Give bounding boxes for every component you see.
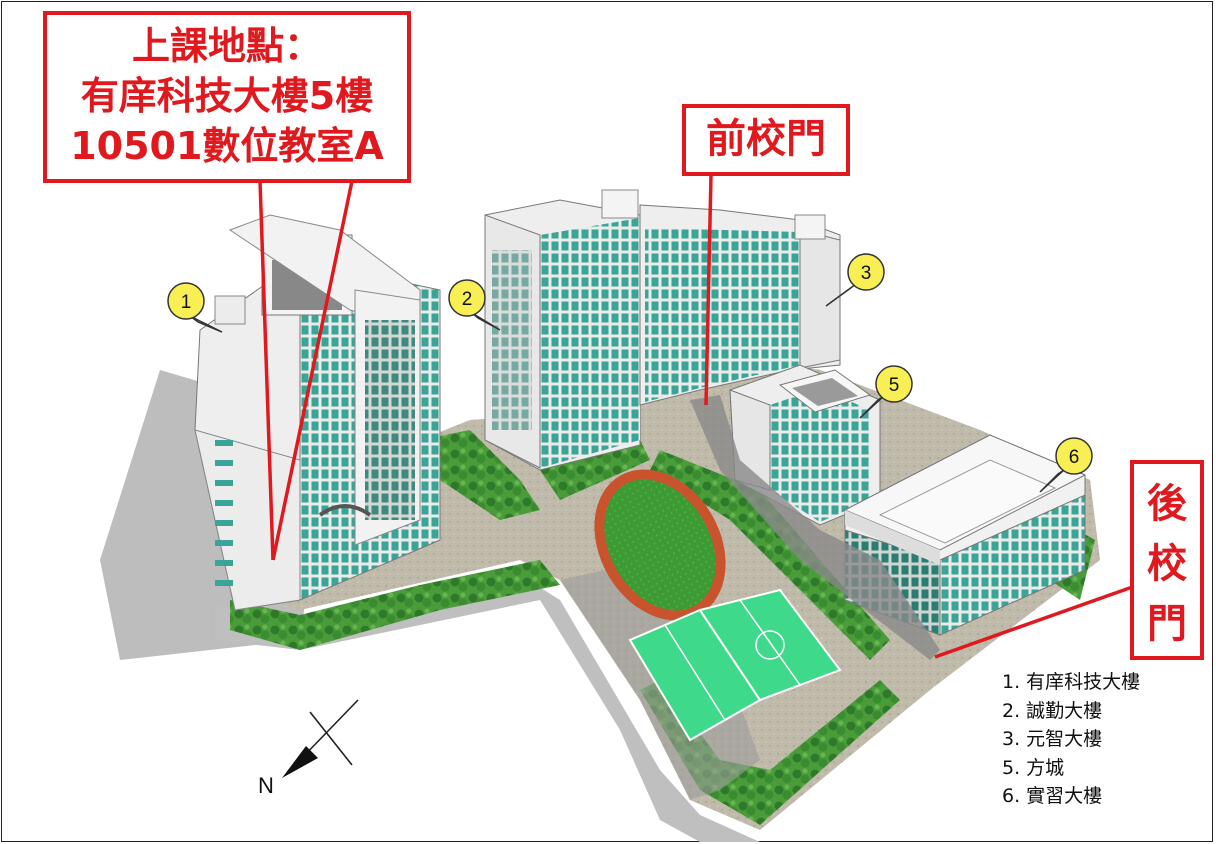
location-pointer-right [271,180,354,561]
rear-gate-char-1: 後 [1147,481,1187,527]
marker-5: 5 [859,365,913,419]
compass-north-label: N [258,773,274,798]
gate-roads [690,395,940,660]
front-gate-pointer [704,174,713,406]
legend-item-1: 1. 有庠科技大樓 [1002,671,1141,693]
front-gate-callout: 前校門 [682,104,850,176]
svg-text:3: 3 [861,263,872,284]
building-markers: 1 2 3 5 6 [167,253,1093,493]
legend-item-6: 6. 實習大樓 [1002,785,1103,807]
front-gate-label: 前校門 [706,116,826,162]
location-pointer-left [258,180,275,561]
callout-pointers [258,174,1139,659]
svg-text:6: 6 [1069,447,1080,468]
marker-1: 1 [167,282,223,333]
legend-item-3: 3. 元智大樓 [1002,728,1103,750]
marker-2: 2 [448,279,501,331]
rear-gate-char-3: 門 [1147,601,1187,647]
rear-gate-char-2: 校 [1147,541,1187,587]
rear-gate-callout: 後 校 門 [1130,460,1204,660]
marker-6: 6 [1039,437,1093,493]
location-room: 10501數位教室A [70,124,384,168]
football-field [604,479,716,611]
location-building: 有庠科技大樓5樓 [80,74,374,118]
legend-item-5: 5. 方城 [1002,756,1065,779]
legend-item-2: 2. 誠勤大樓 [1002,699,1103,722]
class-location-callout: 上課地點： 有庠科技大樓5樓 10501數位教室A [43,11,411,183]
building-2-chengqin [484,189,641,471]
building-1-youxiang-tech [194,214,441,611]
svg-text:2: 2 [462,289,473,310]
basketball-courts [628,588,842,742]
building-3-yuanzhi [639,204,841,406]
svg-text:1: 1 [181,292,192,313]
location-title: 上課地點： [131,24,322,68]
compass-icon [282,699,359,778]
rear-gate-pointer [934,583,1139,659]
building-legend: 1. 有庠科技大樓 2. 誠勤大樓 3. 元智大樓 5. 方城 6. 實習大樓 [1002,668,1140,811]
svg-text:5: 5 [889,375,900,396]
marker-3: 3 [825,253,885,307]
